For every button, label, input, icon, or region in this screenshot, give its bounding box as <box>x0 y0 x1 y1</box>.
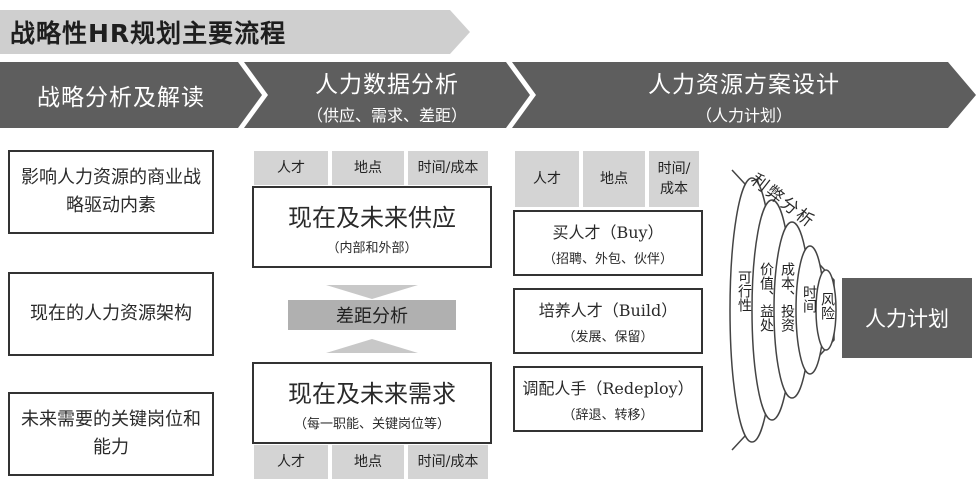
funnel-layer-time: 时间 <box>801 285 817 313</box>
funnel-layer-risk: 风险 <box>819 292 835 320</box>
strategy-input-text: 未来需要的关键岗位和能力 <box>21 409 201 458</box>
header-time-cost: 时间/成本 <box>408 151 488 185</box>
header-talent: 人才 <box>515 151 579 207</box>
arrow-down-icon <box>326 285 418 299</box>
gap-analysis-bar: 差距分析 <box>288 300 456 330</box>
funnel-layer-feasibility: 可行性 <box>736 270 752 312</box>
demand-box: 现在及未来需求 （每一职能、关键岗位等） <box>252 362 492 444</box>
option-sub: （辞退、转移） <box>562 408 654 423</box>
option-sub: （发展、保留） <box>562 330 654 345</box>
header-talent: 人才 <box>254 151 328 185</box>
phase-sublabel: （供应、需求、差距） <box>306 105 467 125</box>
option-title: 买人才（Buy） <box>552 223 664 242</box>
option-build: 培养人才（Build） （发展、保留） <box>513 288 703 354</box>
supply-box: 现在及未来供应 （内部和外部） <box>252 186 492 268</box>
hr-plan-output: 人力计划 <box>842 278 972 358</box>
supply-sub: （内部和外部） <box>326 241 418 256</box>
page-title: 战略性HR规划主要流程 <box>10 19 287 48</box>
phase-label: 人力数据分析 <box>315 71 459 98</box>
supply-title: 现在及未来供应 <box>288 204 456 232</box>
strategy-input-text: 现在的人力资源架构 <box>30 303 192 324</box>
demand-header-row: 人才 地点 时间/成本 <box>254 445 488 479</box>
supply-header-row: 人才 地点 时间/成本 <box>254 151 488 185</box>
solution-header-row: 人才 地点 时间/ 成本 <box>515 151 699 207</box>
option-redeploy: 调配人手（Redeploy） （辞退、转移） <box>513 366 703 432</box>
header-location: 地点 <box>332 445 404 479</box>
phase-data-analysis: 人力数据分析 （供应、需求、差距） <box>244 62 530 128</box>
funnel-layer-value: 价值、益处 <box>758 262 774 332</box>
header-location: 地点 <box>583 151 645 207</box>
option-sub: （招聘、外包、伙伴） <box>542 252 673 267</box>
option-title: 调配人手（Redeploy） <box>522 379 694 398</box>
funnel-layer-cost: 成本、投资 <box>779 262 795 332</box>
strategy-input-future-roles: 未来需要的关键岗位和能力 <box>8 392 214 476</box>
strategy-input-current-structure: 现在的人力资源架构 <box>8 272 214 356</box>
phase-label: 战略分析及解读 <box>37 85 205 111</box>
header-time-cost: 时间/成本 <box>408 445 488 479</box>
option-title: 培养人才（Build） <box>538 301 678 320</box>
funnel-diagram <box>729 169 837 451</box>
arrow-up-icon <box>326 339 418 353</box>
phase-label: 人力资源方案设计 <box>648 71 840 98</box>
phase-sublabel: （人力计划） <box>695 105 792 125</box>
demand-sub: （每一职能、关键岗位等） <box>293 417 450 432</box>
title-banner <box>0 10 470 54</box>
demand-title: 现在及未来需求 <box>288 380 456 408</box>
phase-strategy-analysis: 战略分析及解读 <box>0 62 262 128</box>
header-time-cost: 时间/ 成本 <box>649 151 699 207</box>
header-talent: 人才 <box>254 445 328 479</box>
option-buy: 买人才（Buy） （招聘、外包、伙伴） <box>513 210 703 276</box>
phase-solution-design: 人力资源方案设计 （人力计划） <box>512 62 976 128</box>
header-location: 地点 <box>332 151 404 185</box>
strategy-input-drivers: 影响人力资源的商业战略驱动内素 <box>8 150 214 234</box>
strategy-input-text: 影响人力资源的商业战略驱动内素 <box>21 167 201 216</box>
